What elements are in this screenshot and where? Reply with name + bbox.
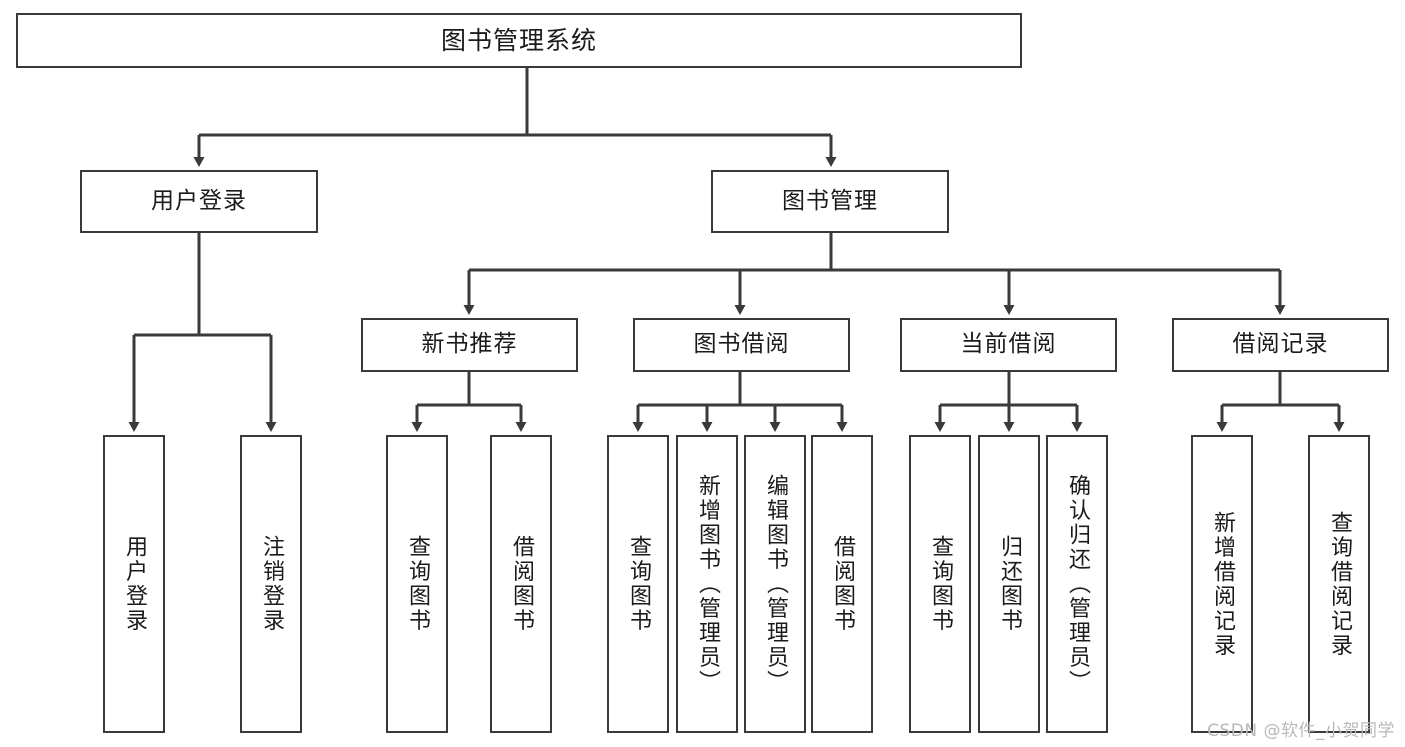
leaf-label: 借阅图书 [830, 535, 855, 633]
leaf-current-confirm-return-admin[interactable]: 确认归还（管理员） [1046, 435, 1108, 733]
node-borrow-record[interactable]: 借阅记录 [1172, 318, 1389, 372]
leaf-label: 借阅图书 [509, 535, 534, 633]
csdn-watermark: CSDN @软件_小贺同学 [1207, 721, 1395, 741]
leaf-borrow-add-book-admin[interactable]: 新增图书（管理员） [676, 435, 738, 733]
leaf-user-login-login[interactable]: 用户登录 [103, 435, 165, 733]
leaf-current-return-book[interactable]: 归还图书 [978, 435, 1040, 733]
leaf-label: 注销登录 [259, 535, 284, 633]
node-root-book-management-system[interactable]: 图书管理系统 [16, 13, 1022, 68]
node-book-borrow[interactable]: 图书借阅 [633, 318, 850, 372]
leaf-borrow-edit-book-admin[interactable]: 编辑图书（管理员） [744, 435, 806, 733]
leaf-label: 查询图书 [626, 535, 651, 633]
node-current-borrow[interactable]: 当前借阅 [900, 318, 1117, 372]
leaf-borrow-borrow-book[interactable]: 借阅图书 [811, 435, 873, 733]
leaf-new-book-borrow[interactable]: 借阅图书 [490, 435, 552, 733]
leaf-label: 查询借阅记录 [1327, 510, 1352, 658]
leaf-record-query-record[interactable]: 查询借阅记录 [1308, 435, 1370, 733]
leaf-label: 新增借阅记录 [1210, 510, 1235, 658]
leaf-record-add-record[interactable]: 新增借阅记录 [1191, 435, 1253, 733]
leaf-label: 新增图书（管理员） [695, 473, 720, 695]
node-book-management[interactable]: 图书管理 [711, 170, 949, 233]
node-user-login[interactable]: 用户登录 [80, 170, 318, 233]
leaf-label: 查询图书 [928, 535, 953, 633]
node-new-book-recommend[interactable]: 新书推荐 [361, 318, 578, 372]
leaf-current-query-book[interactable]: 查询图书 [909, 435, 971, 733]
leaf-new-book-query[interactable]: 查询图书 [386, 435, 448, 733]
leaf-label: 查询图书 [405, 535, 430, 633]
leaf-label: 编辑图书（管理员） [763, 473, 788, 695]
leaf-borrow-query-book[interactable]: 查询图书 [607, 435, 669, 733]
leaf-label: 确认归还（管理员） [1065, 473, 1090, 695]
leaf-user-login-logout[interactable]: 注销登录 [240, 435, 302, 733]
leaf-label: 归还图书 [997, 535, 1022, 633]
leaf-label: 用户登录 [122, 535, 147, 633]
